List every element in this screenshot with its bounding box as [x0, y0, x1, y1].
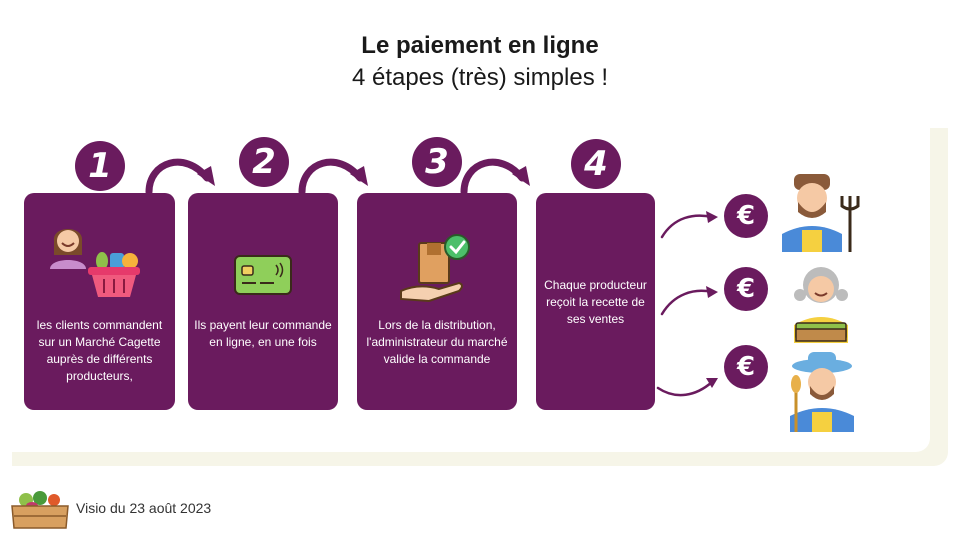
step-1-card: les clients commandent sur un Marché Cag… [24, 193, 175, 410]
arrow-2-3-icon [298, 158, 368, 196]
step-3-number: 3 [412, 137, 462, 187]
step-2-card: Ils payent leur commande en ligne, en un… [188, 193, 338, 410]
basket-icon [88, 252, 140, 297]
producer-woman-icon [794, 267, 848, 343]
farmer-icon [782, 174, 860, 252]
producer-man-icon [790, 352, 854, 432]
arrow-to-producer-3-icon [656, 378, 718, 397]
client-icon [50, 229, 86, 269]
step-4-text: Chaque producteur reçoit la recette de s… [544, 278, 647, 326]
euro-coin-1: € [724, 194, 768, 238]
arrow-3-4-icon [460, 158, 530, 196]
euro-coin-3: € [724, 345, 768, 389]
euro-coin-2: € [724, 267, 768, 311]
delivery-box-icon [400, 234, 470, 303]
arrow-1-2-icon [145, 158, 215, 196]
step-2-text: Ils payent leur commande en ligne, en un… [194, 318, 332, 349]
step-3-card: Lors de la distribution, l'administrateu… [357, 193, 517, 410]
step-3-text: Lors de la distribution, l'administrateu… [366, 318, 508, 366]
page-title: Le paiement en ligne [361, 32, 599, 59]
arrow-to-producer-2-icon [660, 286, 718, 316]
footer-date: Visio du 23 août 2023 [76, 500, 212, 516]
arrow-to-producer-1-icon [660, 211, 718, 239]
step-4-number: 4 [571, 139, 621, 189]
step-1-number: 1 [75, 141, 125, 191]
vegetable-crate-icon [11, 491, 69, 529]
credit-card-icon [234, 255, 292, 295]
title-block: Le paiement en ligne 4 étapes (très) sim… [0, 30, 960, 94]
step-4-card: Chaque producteur reçoit la recette de s… [536, 193, 655, 410]
page-subtitle: 4 étapes (très) simples ! [351, 64, 609, 91]
step-1-text: les clients commandent sur un Marché Cag… [36, 318, 163, 383]
step-2-number: 2 [239, 137, 289, 187]
